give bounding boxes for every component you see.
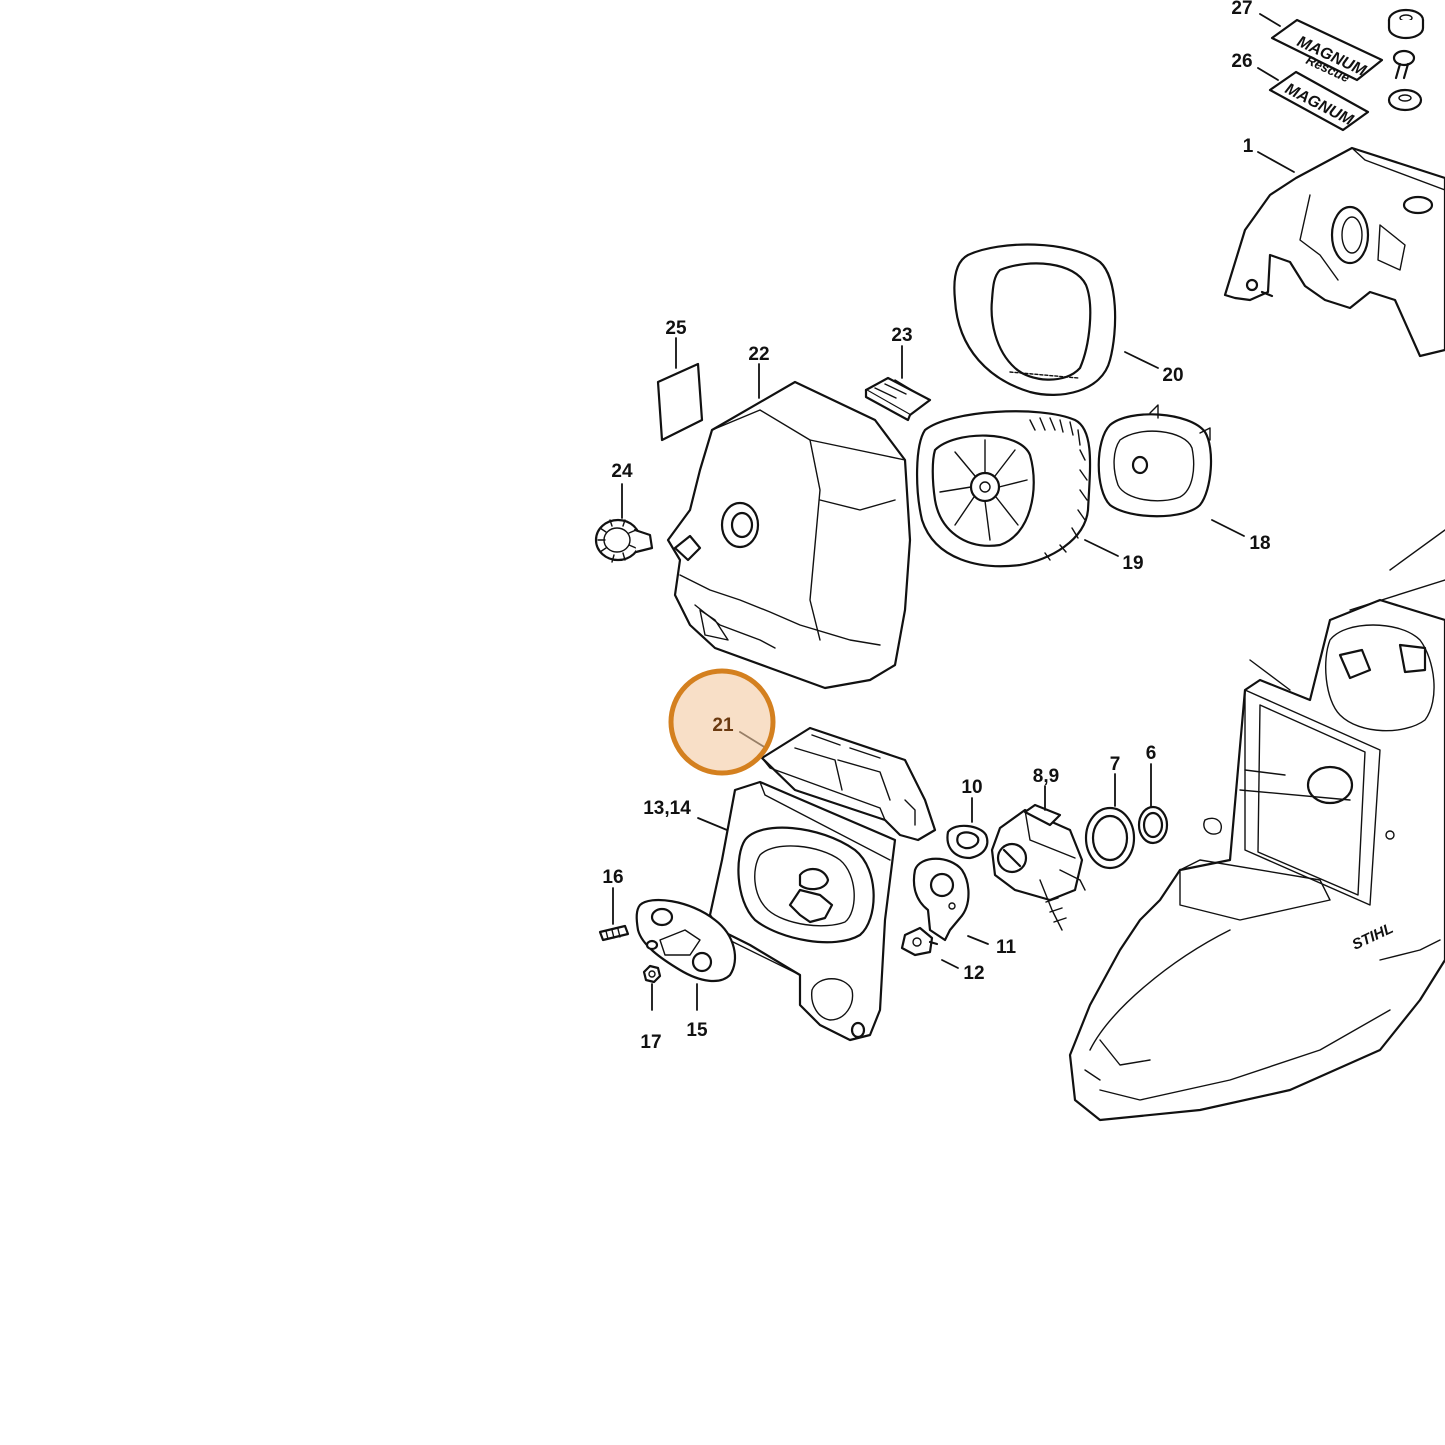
leader-lines — [612, 13, 1295, 1011]
part-6-ring[interactable] — [1137, 805, 1169, 845]
part-24-knob[interactable] — [594, 518, 654, 563]
part-16-stud[interactable] — [598, 924, 630, 942]
part-17-nut[interactable] — [642, 964, 662, 984]
part-10-grommet[interactable] — [946, 824, 989, 860]
part-11-gasket[interactable] — [912, 857, 970, 942]
washer-parts-top-right — [1387, 8, 1425, 112]
part-22-filter-cover[interactable] — [666, 380, 912, 690]
callout-17[interactable]: 17 — [640, 1032, 661, 1053]
callout-22[interactable]: 22 — [748, 344, 769, 365]
callout-11[interactable]: 11 — [996, 937, 1017, 958]
callout-1[interactable]: 1 — [1243, 136, 1254, 157]
callout-24[interactable]: 24 — [611, 461, 633, 482]
part-23-clip[interactable] — [864, 376, 932, 422]
callout-25[interactable]: 25 — [665, 318, 687, 339]
callout-21[interactable]: 21 — [712, 715, 734, 736]
callout-8-9[interactable]: 8,9 — [1033, 766, 1059, 787]
part-20-filter-ring[interactable] — [953, 243, 1117, 396]
part-13-14-filter-base[interactable] — [708, 780, 897, 1042]
engine-housing: STIHL — [1068, 529, 1445, 1122]
callout-10[interactable]: 10 — [961, 777, 982, 798]
callout-26[interactable]: 26 — [1231, 51, 1252, 72]
callout-13-14[interactable]: 13,14 — [643, 798, 691, 819]
callout-15[interactable]: 15 — [686, 1020, 708, 1041]
part-12-valve[interactable] — [900, 926, 939, 957]
part-21-baffle[interactable] — [760, 726, 937, 842]
callout-18[interactable]: 18 — [1249, 533, 1270, 554]
callout-23[interactable]: 23 — [891, 325, 912, 346]
callout-16[interactable]: 16 — [602, 867, 623, 888]
part-26-magnum-badge[interactable]: MAGNUM — [1268, 70, 1370, 132]
part-19-air-filter[interactable] — [916, 410, 1092, 568]
callout-7[interactable]: 7 — [1110, 754, 1121, 775]
part-18-prefilter-plate[interactable] — [1097, 404, 1213, 518]
callout-6[interactable]: 6 — [1146, 743, 1157, 764]
part-25-sticker[interactable] — [656, 362, 704, 442]
callout-19[interactable]: 19 — [1122, 553, 1143, 574]
part-27-magnum-rescue-badge[interactable]: MAGNUM Rescue — [1270, 18, 1384, 85]
callout-labels: 27 26 1 20 23 22 25 24 19 18 13,14 10 8,… — [602, 0, 1270, 1053]
callout-20[interactable]: 20 — [1162, 365, 1183, 386]
callout-12[interactable]: 12 — [963, 963, 984, 984]
highlight-marker-part-21[interactable] — [668, 668, 776, 776]
part-1-shroud[interactable] — [1223, 146, 1445, 358]
part-7-ring[interactable] — [1084, 806, 1136, 870]
part-15-bracket[interactable] — [635, 898, 737, 983]
part-8-9-carburetor[interactable] — [990, 803, 1086, 931]
callout-27[interactable]: 27 — [1231, 0, 1252, 19]
